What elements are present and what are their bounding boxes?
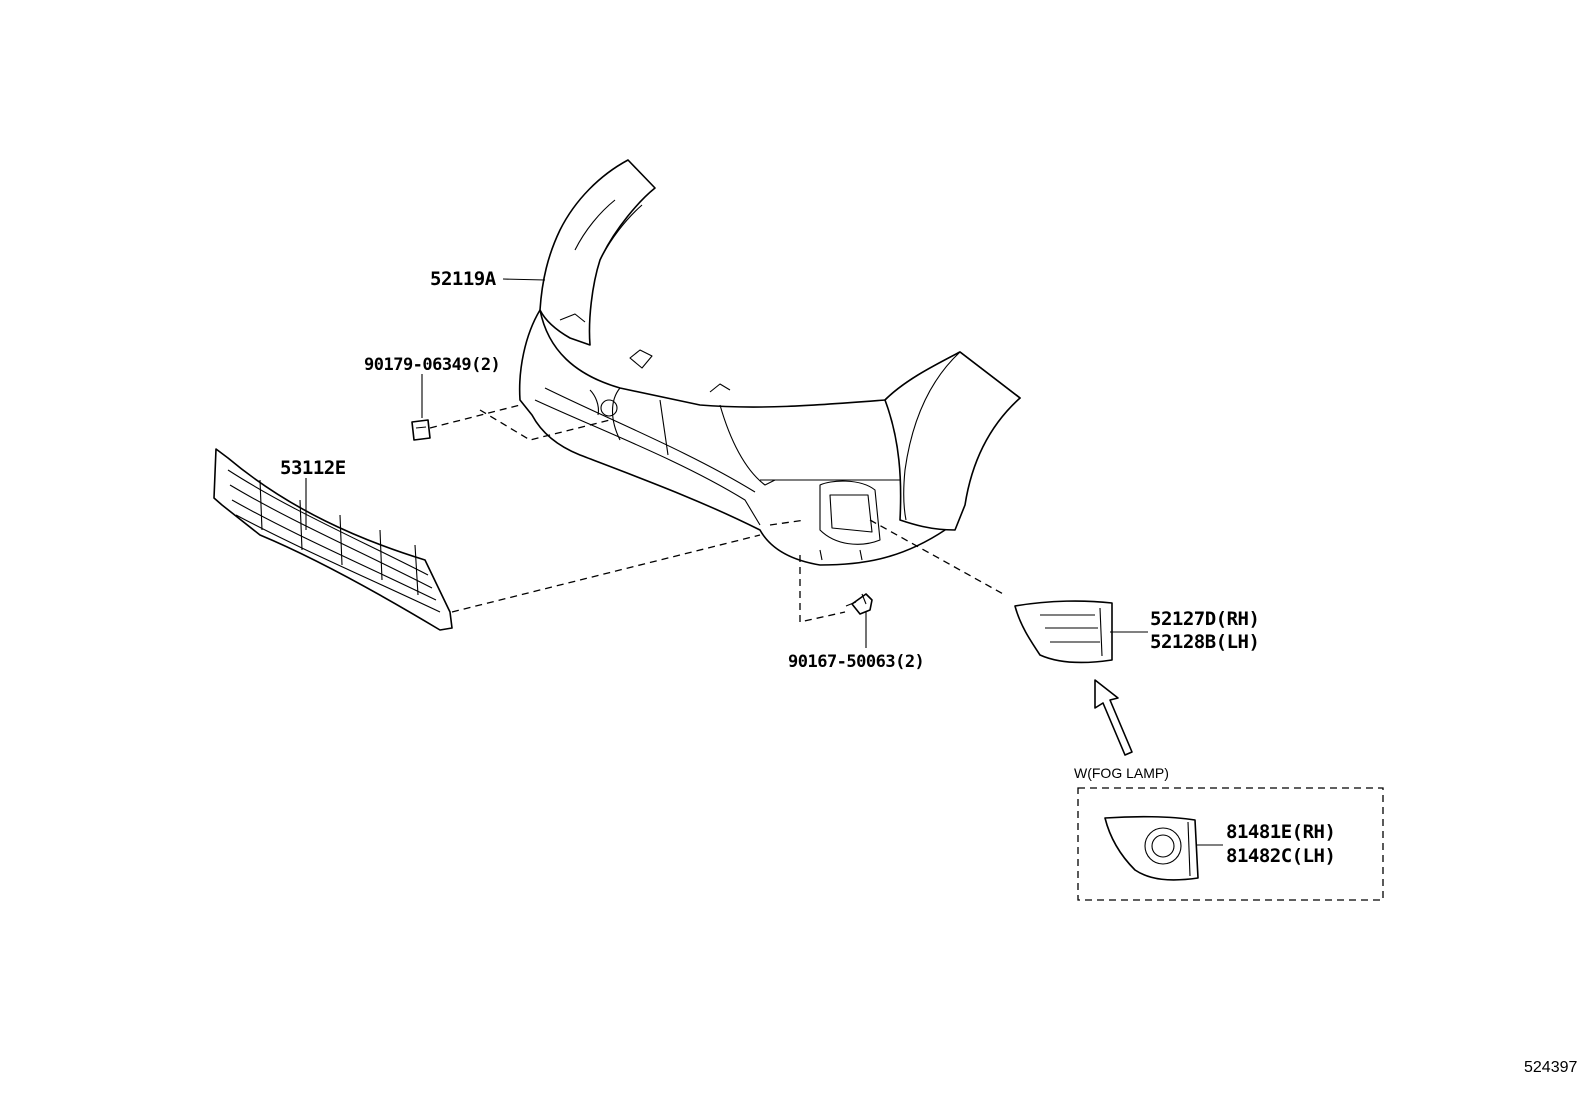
label-81482C: 81482C(LH) [1226,845,1335,867]
clip[interactable] [411,419,431,441]
assembly-lines [429,404,1006,623]
screw[interactable] [845,593,873,615]
label-52119A: 52119A [430,268,497,290]
bumper-cover[interactable] [518,159,1021,566]
label-52128B: 52128B(LH) [1150,631,1259,653]
label-52127D: 52127D(RH) [1150,608,1259,630]
leader-lines [305,278,1223,846]
fog-lamp-cover[interactable] [1104,815,1199,881]
fog-cover-bezel[interactable] [1014,600,1113,664]
label-90179-06349: 90179-06349(2) [364,355,500,375]
label-90167-50063: 90167-50063(2) [788,652,924,672]
figure-number: 524397 [1524,1059,1577,1076]
label-81481E: 81481E(RH) [1226,821,1335,843]
lower-grille[interactable] [213,448,453,631]
label-53112E: 53112E [280,457,346,479]
inset-box: W(FOG LAMP) [1074,765,1384,901]
inset-arrow [1094,679,1133,756]
inset-caption: W(FOG LAMP) [1074,765,1169,781]
